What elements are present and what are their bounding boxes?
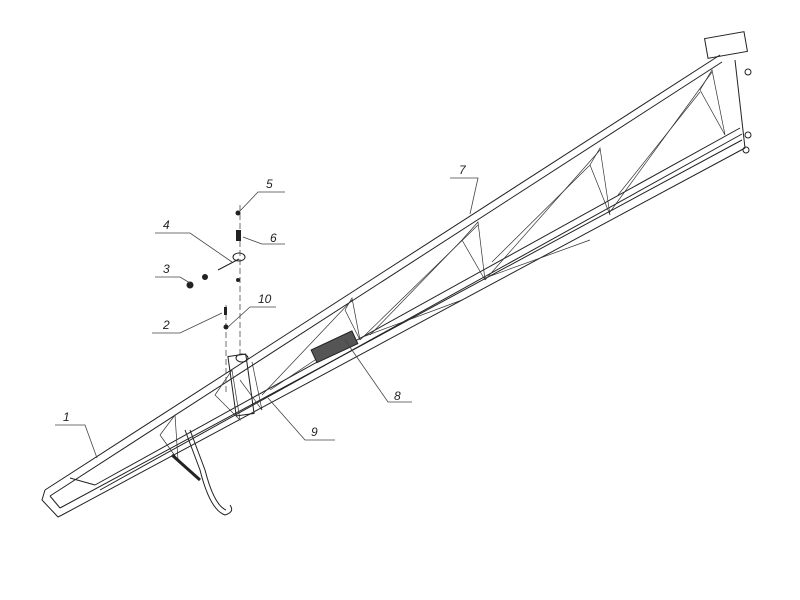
exploded-parts (186, 205, 246, 395)
callout-10: 10 (258, 292, 272, 306)
callout-labels: 1 2 3 4 5 6 7 8 9 10 (63, 163, 467, 439)
callout-2: 2 (162, 318, 170, 332)
boom-frame (41, 31, 752, 518)
callout-1: 1 (63, 410, 70, 424)
callout-6: 6 (270, 231, 277, 245)
callout-4: 4 (163, 218, 170, 232)
callout-8: 8 (394, 389, 401, 403)
callout-leaders (55, 177, 479, 459)
callout-3: 3 (163, 262, 170, 276)
callout-9: 9 (311, 425, 318, 439)
callout-7: 7 (459, 163, 467, 177)
callout-5: 5 (266, 177, 273, 191)
